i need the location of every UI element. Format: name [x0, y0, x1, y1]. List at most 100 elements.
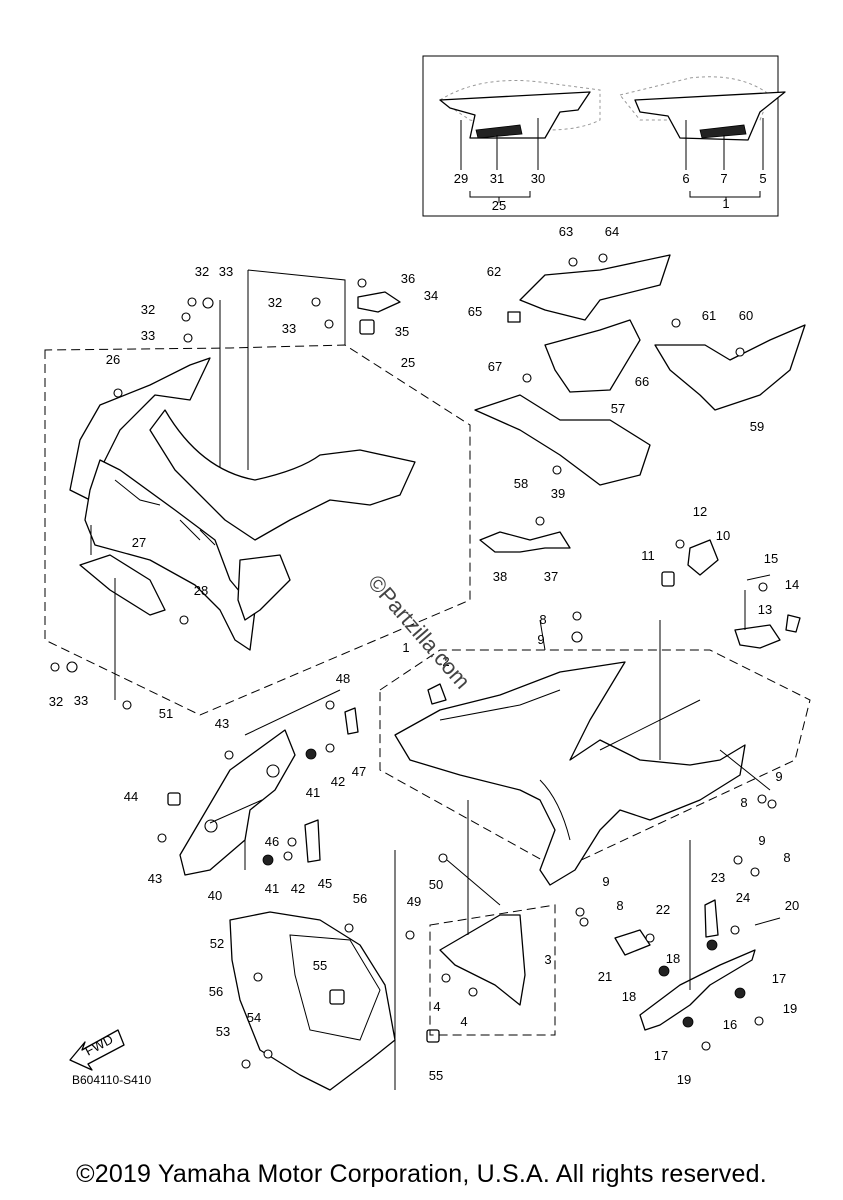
callout-30: 30: [531, 171, 545, 186]
part-21: [614, 929, 651, 956]
callout-8: 8: [539, 612, 546, 627]
callout-39: 39: [551, 486, 565, 501]
callout-33: 33: [219, 264, 233, 279]
callout-47: 47: [352, 764, 366, 779]
decal-inset: [422, 55, 786, 217]
callout-57: 57: [611, 401, 625, 416]
callout-11: 11: [641, 548, 655, 563]
copyright-notice: ©2019 Yamaha Motor Corporation, U.S.A. A…: [76, 1160, 767, 1188]
callout-43: 43: [148, 871, 162, 886]
part-10: [687, 539, 719, 576]
callout-2: 2: [442, 654, 449, 669]
callout-32: 32: [49, 694, 63, 709]
callout-56: 56: [353, 891, 367, 906]
part-52-lower-cowl: [229, 911, 396, 1091]
part-40-side-cover: [179, 729, 296, 876]
fwd-arrow-icon: FWD: [69, 1029, 125, 1071]
callout-54: 54: [247, 1010, 261, 1025]
callout-27: 27: [132, 535, 146, 550]
callout-21: 21: [598, 969, 612, 984]
left-decal: [439, 91, 591, 139]
part-66: [544, 319, 641, 393]
callout-33: 33: [141, 328, 155, 343]
callout-28: 28: [194, 583, 208, 598]
group-1-outline: [379, 649, 811, 871]
callout-56: 56: [209, 984, 223, 999]
callout-43: 43: [215, 716, 229, 731]
callout-44: 44: [124, 789, 138, 804]
callout-17: 17: [654, 1048, 668, 1063]
upper-right-brackets: [474, 253, 806, 486]
callout-32: 32: [141, 302, 155, 317]
callout-45: 45: [318, 876, 332, 891]
callout-6: 6: [682, 171, 689, 186]
left-decal-logo: [475, 124, 523, 139]
right-decal-logo: [699, 124, 747, 139]
callout-34: 34: [424, 288, 438, 303]
callout-35: 35: [395, 324, 409, 339]
group-3-outline: [429, 904, 556, 1036]
callout-42: 42: [331, 774, 345, 789]
callout-60: 60: [739, 308, 753, 323]
callout-32: 32: [195, 264, 209, 279]
part-1-right-cowl: [394, 661, 746, 886]
part-57: [474, 394, 651, 486]
part-13: [734, 624, 781, 649]
diagram-code: B604110-S410: [72, 1073, 152, 1087]
callout-24: 24: [736, 890, 750, 905]
callout-62: 62: [487, 264, 501, 279]
callout-9: 9: [775, 769, 782, 784]
callout-19: 19: [677, 1072, 691, 1087]
part-27-inner-panel: [79, 554, 166, 616]
callout-51: 51: [159, 706, 173, 721]
callout-50: 50: [429, 877, 443, 892]
part-37-bracket: [479, 531, 571, 553]
part-16-stay: [639, 939, 764, 1051]
callout-55: 55: [429, 1068, 443, 1083]
callout-10: 10: [716, 528, 730, 543]
callout-55: 55: [313, 958, 327, 973]
callout-36: 36: [401, 271, 415, 286]
callout-61: 61: [702, 308, 716, 323]
callout-18: 18: [622, 989, 636, 1004]
callout-53: 53: [216, 1024, 230, 1039]
callout-4: 4: [460, 1014, 467, 1029]
callout-9: 9: [758, 833, 765, 848]
callout-23: 23: [711, 870, 725, 885]
callout-14: 14: [785, 577, 799, 592]
callout-64: 64: [605, 224, 619, 239]
callout-18: 18: [666, 951, 680, 966]
callout-32: 32: [268, 295, 282, 310]
callout-9: 9: [537, 632, 544, 647]
callout-8: 8: [740, 795, 747, 810]
callout-8: 8: [783, 850, 790, 865]
callout-66: 66: [635, 374, 649, 389]
callout-4: 4: [433, 999, 440, 1014]
callout-59: 59: [750, 419, 764, 434]
callout-33: 33: [282, 321, 296, 336]
callout-65: 65: [468, 304, 482, 319]
group-25-outline: [44, 344, 471, 716]
callout-17: 17: [772, 971, 786, 986]
part-26-left-cowl: [69, 357, 416, 651]
part-3-bracket: [439, 914, 526, 1006]
callout-13: 13: [758, 602, 772, 617]
callout-1: 1: [722, 196, 729, 211]
callout-3: 3: [544, 952, 551, 967]
right-decal: [634, 91, 786, 141]
callout-15: 15: [764, 551, 778, 566]
callout-48: 48: [336, 671, 350, 686]
callout-5: 5: [759, 171, 766, 186]
callout-37: 37: [544, 569, 558, 584]
callout-20: 20: [785, 898, 799, 913]
callout-52: 52: [210, 936, 224, 951]
callout-41: 41: [306, 785, 320, 800]
callout-31: 31: [490, 171, 504, 186]
part-62: [519, 254, 671, 321]
callout-38: 38: [493, 569, 507, 584]
callout-22: 22: [656, 902, 670, 917]
callout-26: 26: [106, 352, 120, 367]
callout-1: 1: [402, 640, 409, 655]
